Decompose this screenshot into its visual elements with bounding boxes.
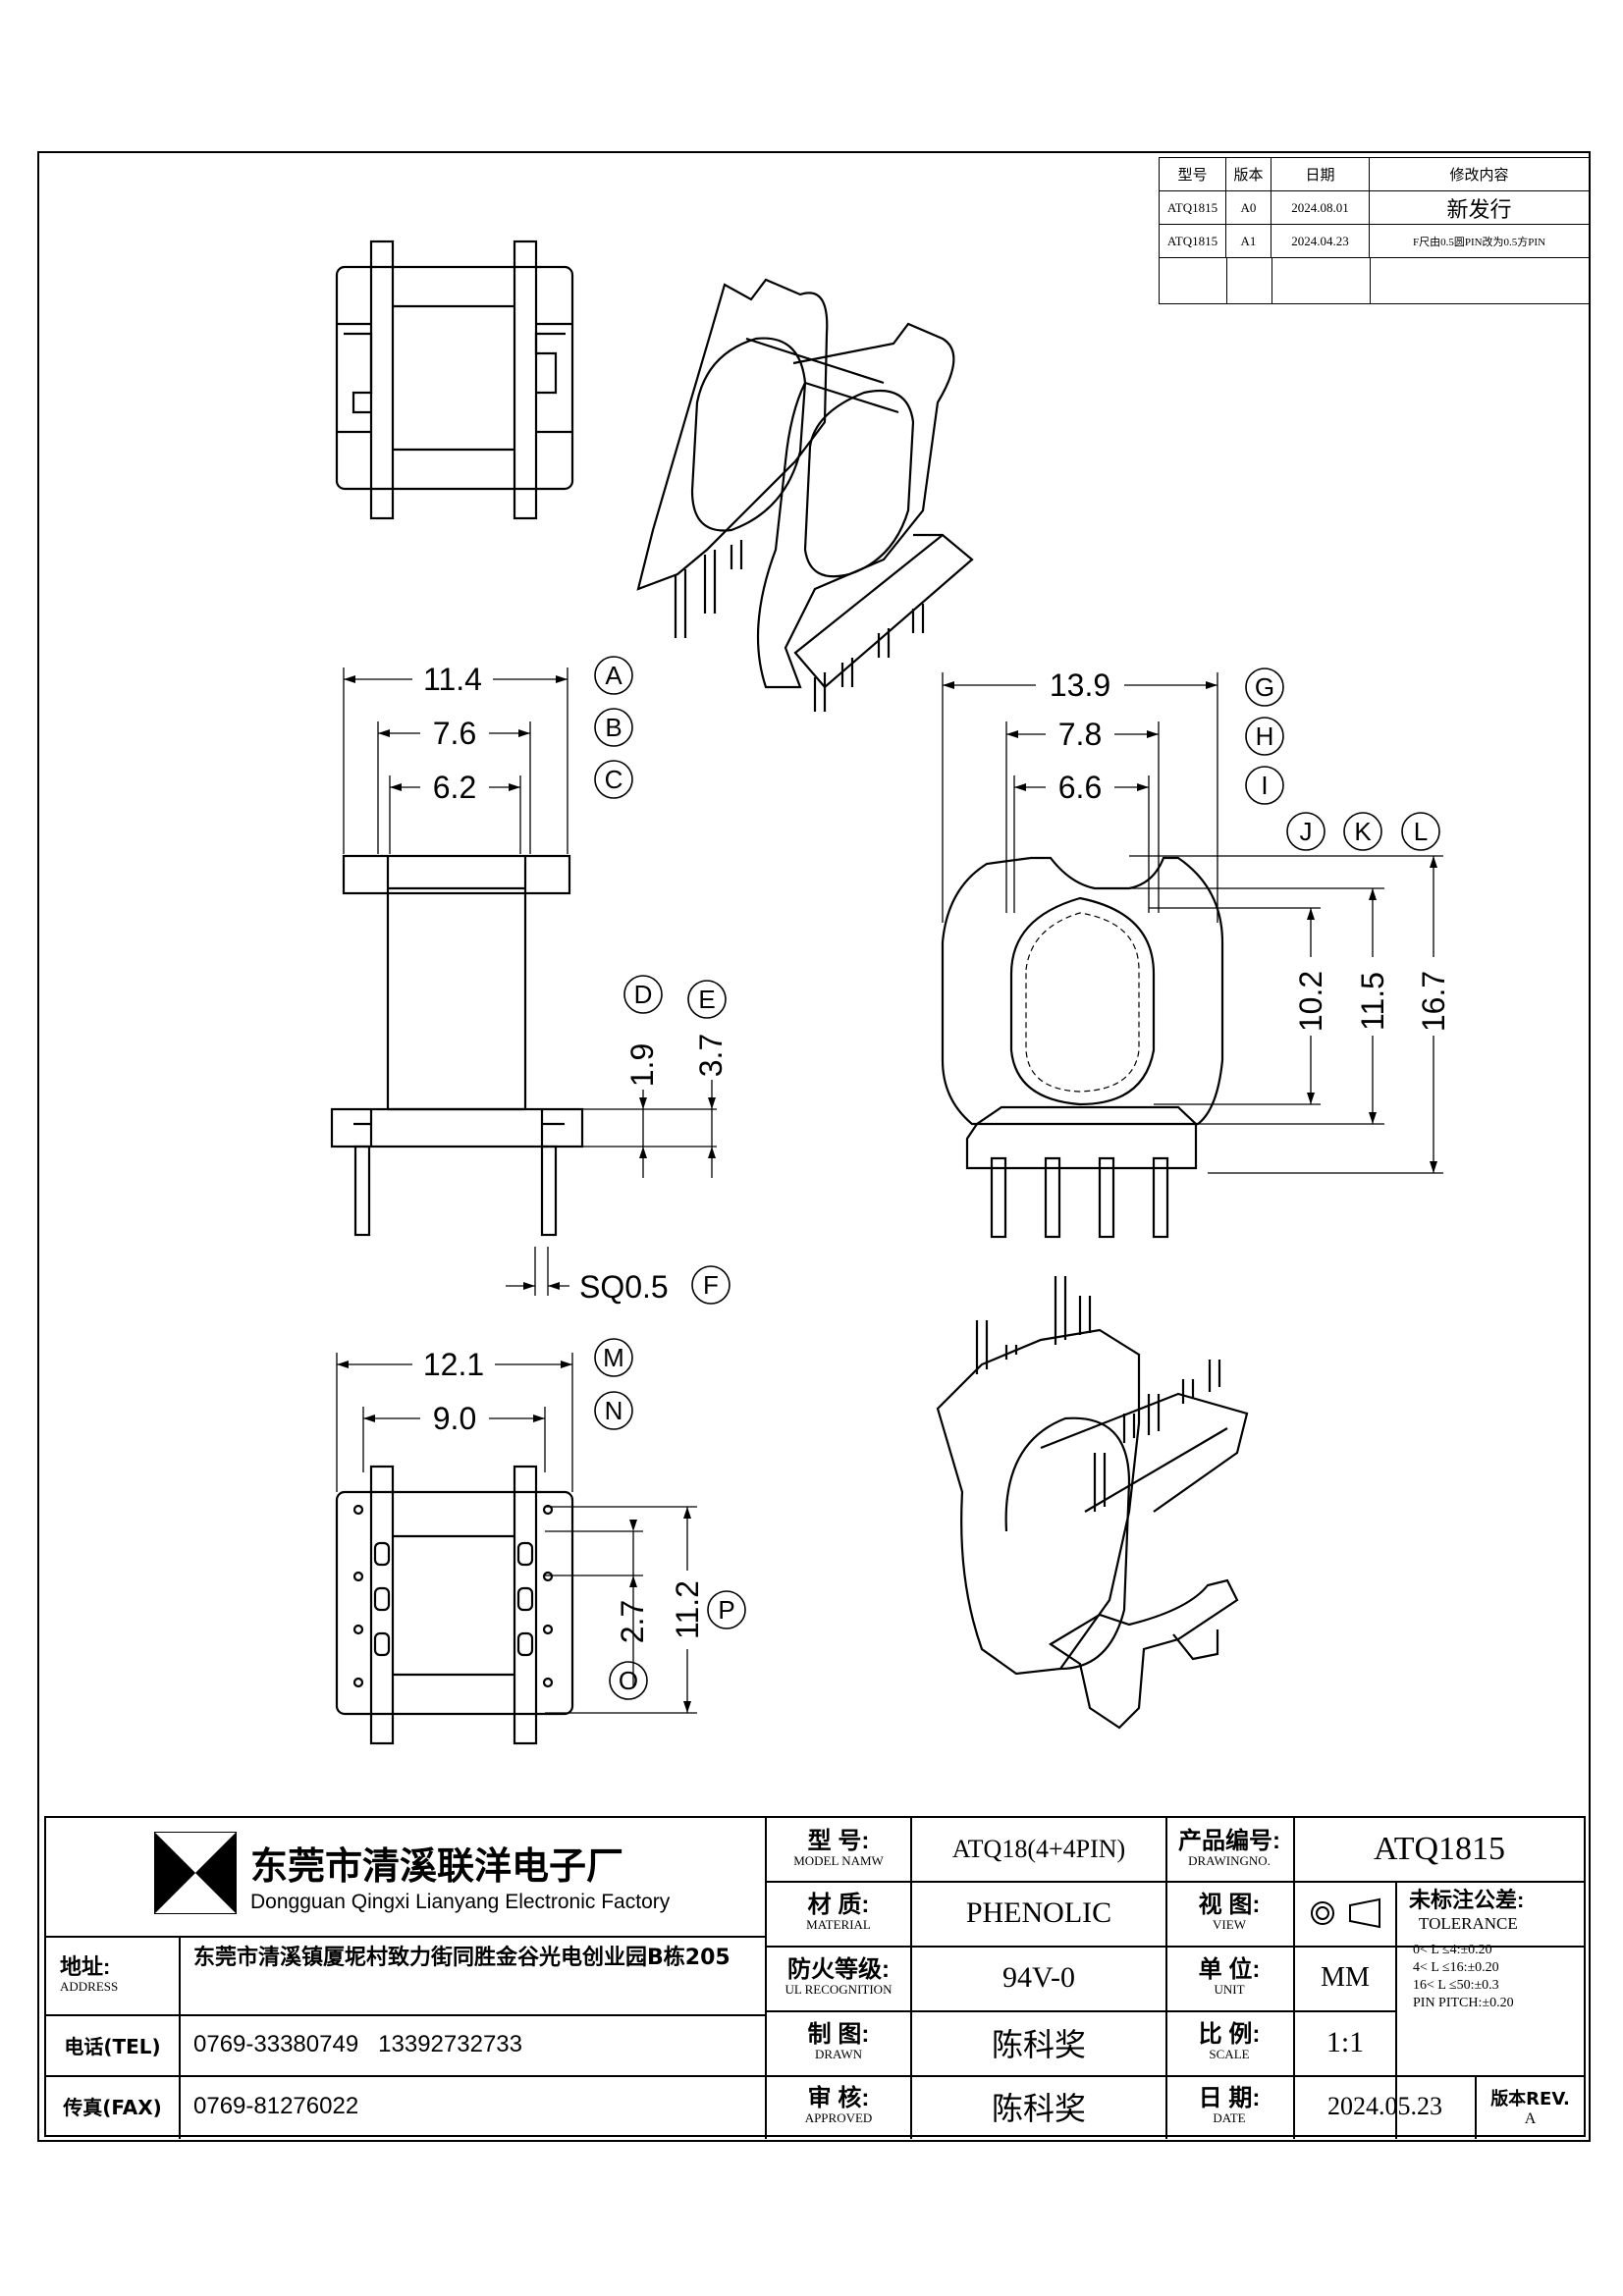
ul-value: 94V-0 [1002, 1961, 1075, 1994]
tolerance-line-2: 4< L ≤16:±0.20 [1413, 1960, 1499, 1975]
rev-cell: 版本REV. A [1477, 2075, 1584, 2137]
rev-row1-change: 新发行 [1370, 191, 1589, 225]
drawing-frame [37, 151, 1591, 2142]
model-label-cell: 型 号: MODEL NAMW [767, 1818, 910, 1881]
rev-row1-version: A0 [1226, 191, 1271, 225]
fax-value: 0769-81276022 [193, 2092, 359, 2119]
address-label-cell: 地址: ADDRESS [46, 1936, 179, 2014]
drawn-label-cell: 制 图: DRAWN [767, 2010, 910, 2075]
tolerance-line-1: 0< L ≤4:±0.20 [1413, 1943, 1492, 1957]
drawing-no-label: 产品编号: [1178, 1828, 1280, 1854]
model-label: 型 号: [807, 1828, 870, 1854]
model-label-en: MODEL NAMW [793, 1853, 884, 1868]
drawn-label: 制 图: [807, 2021, 870, 2048]
tolerance-label: 未标注公差: [1409, 1888, 1525, 1912]
revision-table: 型号 版本 日期 修改内容 ATQ1815 A0 2024.08.01 新发行 … [1159, 157, 1591, 304]
material-label: 材 质: [807, 1892, 870, 1918]
ul-label-en: UL RECOGNITION [784, 1982, 893, 1997]
projection-symbol [1295, 1881, 1395, 1946]
projection-symbol-icon [1311, 1897, 1380, 1929]
approved-label: 审 核: [807, 2084, 870, 2111]
rev-row1-model: ATQ1815 [1160, 191, 1226, 225]
material-label-en: MATERIAL [806, 1917, 871, 1932]
tolerance-line-4: PIN PITCH:±0.20 [1413, 1996, 1514, 2010]
address-value: 东莞市清溪镇厦坭村致力街同胜金谷光电创业园B栋205 [193, 1946, 730, 1970]
drawing-no-label-en: DRAWINGNO. [1188, 1853, 1271, 1868]
unit-label: 单 位: [1198, 1956, 1261, 1983]
drawing-no-label-cell: 产品编号: DRAWINGNO. [1165, 1818, 1293, 1881]
ul-label: 防火等级: [787, 1956, 890, 1983]
scale-value: 1:1 [1325, 2026, 1365, 2058]
rev-label: 版本REV. [1490, 2088, 1570, 2109]
scale-label-cell: 比 例: SCALE [1165, 2010, 1293, 2075]
ul-label-cell: 防火等级: UL RECOGNITION [767, 1946, 910, 2010]
drawing-no-value: ATQ1815 [1373, 1831, 1506, 1867]
model-value: ATQ18(4+4PIN) [951, 1835, 1126, 1863]
company-logo [154, 1832, 237, 1914]
material-label-cell: 材 质: MATERIAL [767, 1881, 910, 1946]
date-label: 日 期: [1198, 2084, 1261, 2111]
drawn-label-en: DRAWN [814, 2047, 863, 2061]
scale-label-en: SCALE [1209, 2047, 1250, 2061]
drawn-value: 陈科奖 [991, 2026, 1086, 2063]
tel-value: 0769-33380749 13392732733 [193, 2031, 522, 2057]
tel-label: 电话(TEL) [64, 2034, 161, 2058]
view-label-en: VIEW [1213, 1917, 1246, 1932]
unit-label-cell: 单 位: UNIT [1165, 1946, 1293, 2010]
view-label-cell: 视 图: VIEW [1165, 1881, 1293, 1946]
unit-label-en: UNIT [1214, 1982, 1245, 1997]
date-label-cell: 日 期: DATE [1165, 2075, 1293, 2137]
rev-row2-date: 2024.04.23 [1271, 225, 1370, 258]
date-label-en: DATE [1213, 2109, 1246, 2125]
title-block: 东莞市清溪联洋电子厂 Dongguan Qingxi Lianyang Elec… [44, 1816, 1586, 2139]
rev-row2-version: A1 [1226, 225, 1271, 258]
address-label-en: ADDRESS [60, 1979, 119, 1994]
company-name-en: Dongguan Qingxi Lianyang Electronic Fact… [250, 1891, 671, 1913]
address-label: 地址: [60, 1954, 111, 1979]
approved-label-cell: 审 核: APPROVED [767, 2075, 910, 2137]
rev-row2-change: F尺由0.5圆PIN改为0.5方PIN [1370, 225, 1589, 258]
rev-value: A [1524, 2109, 1537, 2127]
tolerance-cell: 未标注公差: TOLERANCE 0< L ≤4:±0.20 4< L ≤16:… [1397, 1881, 1584, 2075]
material-value: PHENOLIC [965, 1896, 1112, 1929]
approved-value: 陈科奖 [991, 2089, 1086, 2127]
rev-header-model: 型号 [1160, 158, 1226, 191]
rev-header-version: 版本 [1226, 158, 1271, 191]
rev-header-change: 修改内容 [1370, 158, 1589, 191]
approved-label-en: APPROVED [804, 2109, 873, 2125]
scale-label: 比 例: [1198, 2021, 1261, 2048]
tolerance-line-3: 16< L ≤50:±0.3 [1413, 1978, 1499, 1993]
rev-header-date: 日期 [1271, 158, 1370, 191]
date-value: 2024.05.23 [1327, 2091, 1442, 2120]
rev-row2-model: ATQ1815 [1160, 225, 1226, 258]
tolerance-label-en: TOLERANCE [1419, 1914, 1518, 1933]
company-name-cn: 东莞市清溪联洋电子厂 [250, 1844, 624, 1888]
rev-row1-date: 2024.08.01 [1271, 191, 1370, 225]
view-label: 视 图: [1198, 1892, 1261, 1918]
company-logo-icon [154, 1832, 237, 1914]
fax-label: 传真(FAX) [63, 2096, 162, 2119]
unit-value: MM [1321, 1962, 1370, 1993]
